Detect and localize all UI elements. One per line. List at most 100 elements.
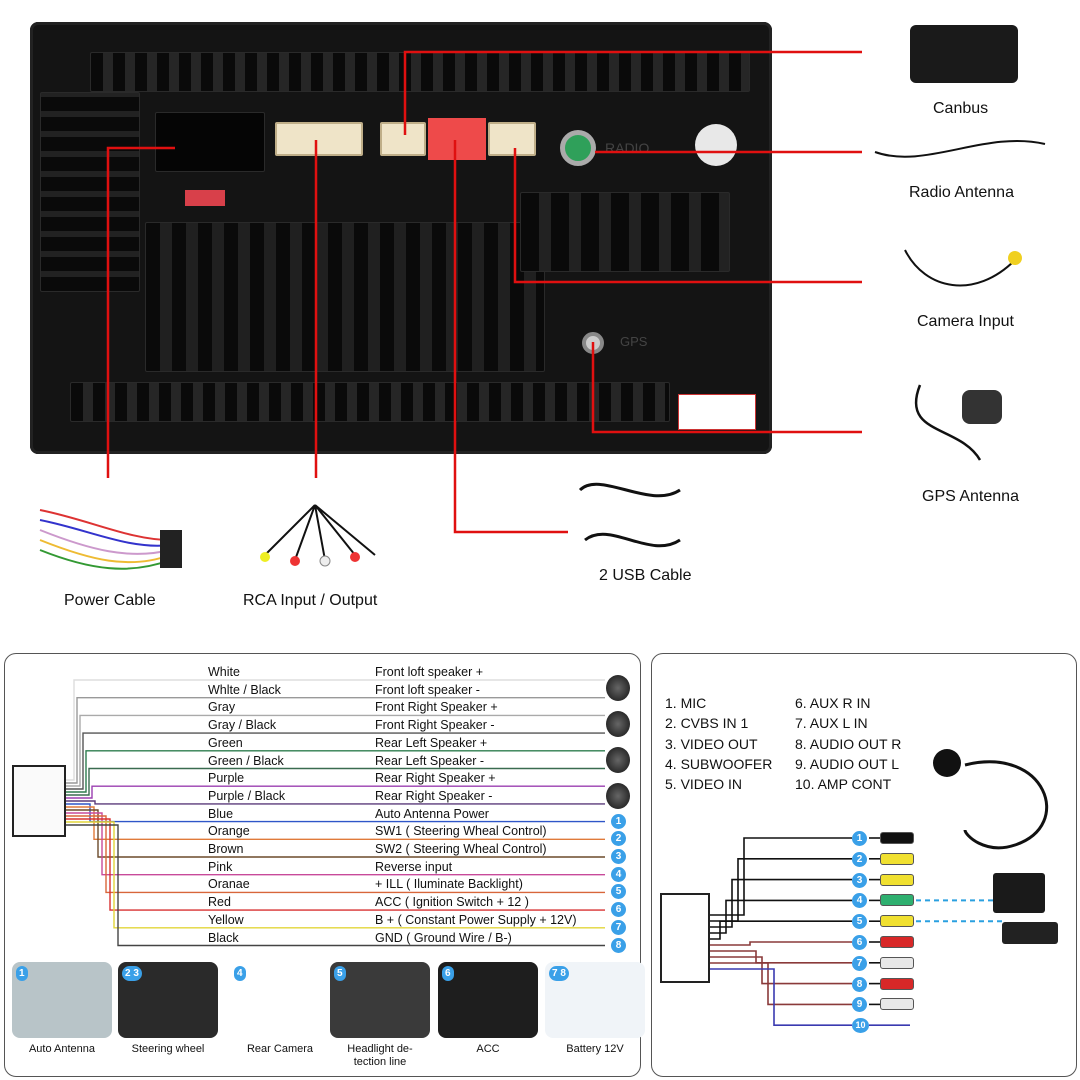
gps-antenna-label: GPS Antenna xyxy=(922,488,1019,505)
wire-color: Red xyxy=(208,895,231,910)
usb-cable-image xyxy=(578,482,681,548)
rca-plug xyxy=(880,956,914,969)
leader-gps xyxy=(591,342,862,434)
video-player-image xyxy=(1002,922,1058,944)
wire-number-badge: 5 xyxy=(611,884,626,900)
wire-function: Reverse input xyxy=(375,859,453,874)
component-thumbnail: 2 3 xyxy=(118,962,218,1038)
thumbnail-number-badge: 2 3 xyxy=(122,966,142,981)
rca-list-item: 3. VIDEO OUT xyxy=(665,735,758,752)
wire-line xyxy=(66,697,605,784)
wire-line xyxy=(66,815,605,894)
radio-antenna-label: Radio Antenna xyxy=(909,184,1014,201)
wire-function: Auto Antenna Power xyxy=(375,806,489,821)
rca-harness-connector xyxy=(660,893,710,983)
thumbnail-label: Steering wheel xyxy=(131,1043,205,1055)
wire-color: Whlte / Black xyxy=(208,682,281,697)
power-cable-image xyxy=(39,509,182,570)
wire-line xyxy=(66,809,605,858)
canbus-box-image xyxy=(910,25,1018,83)
wire-number-badge: 6 xyxy=(611,902,626,918)
speaker-icon xyxy=(606,747,630,773)
camera-input-label: Camera Input xyxy=(917,313,1014,330)
rca-plug xyxy=(880,873,914,886)
wire-function: Rear Right Speaker + xyxy=(375,771,496,786)
rca-list-item: 10. AMP CONT xyxy=(795,776,892,793)
rca-list-left: 1. MIC 2. CVBS IN 1 3. VIDEO OUT 4. SUBWOOF… xyxy=(665,693,790,794)
rca-list-item: 7. AUX L IN xyxy=(795,715,868,732)
wire-line xyxy=(66,818,605,911)
speaker-icon xyxy=(606,711,630,737)
wire-function: Front loft speaker - xyxy=(375,682,480,697)
wire-number-badge: 1 xyxy=(611,813,626,829)
subwoofer-image xyxy=(993,873,1045,913)
wire-number-badge: 7 xyxy=(611,919,626,935)
thumbnail-label: Auto Antenna xyxy=(28,1043,96,1055)
wire-color: Purple / Black xyxy=(208,788,286,803)
thumbnail-label: ACC xyxy=(476,1043,500,1055)
wire-number-badge: 3 xyxy=(611,849,626,864)
usb-connector-port xyxy=(428,118,486,160)
wire-color: Yellow xyxy=(208,912,244,927)
rca-number-badge: 5 xyxy=(852,914,867,930)
rca-number-badge: 9 xyxy=(852,997,867,1013)
fuse xyxy=(185,190,225,206)
rca-connector-port xyxy=(275,122,363,156)
rca-plug xyxy=(880,998,914,1011)
heatsink-fins xyxy=(145,222,545,372)
power-cable-label: Power Cable xyxy=(64,592,156,609)
wire-color: Oranae xyxy=(208,877,250,892)
wire-color: Black xyxy=(208,930,239,945)
canbus-connector-port xyxy=(380,122,426,156)
speaker-icon xyxy=(606,675,630,701)
wire-line xyxy=(66,732,605,790)
wire-function: Rear Left Speaker + xyxy=(375,735,488,750)
component-thumbnail: 7 8 xyxy=(545,962,645,1038)
wire-color: Purple xyxy=(208,771,245,786)
iso-harness-connector xyxy=(12,765,66,837)
thumbnail-number-badge: 6 xyxy=(442,966,454,981)
wire-color: Pink xyxy=(208,859,233,874)
rca-list-item: 1. MIC xyxy=(665,695,707,711)
leader-usb xyxy=(453,140,568,534)
wire-function: + ILL ( Iluminate Backlight) xyxy=(375,877,523,892)
speaker-icon xyxy=(606,783,630,809)
rca-number-badge: 7 xyxy=(852,955,867,971)
rca-list-item: 5. VIDEO IN xyxy=(665,776,743,793)
leader-power xyxy=(106,146,175,478)
spec-sticker xyxy=(678,394,756,430)
wire-color: Green / Black xyxy=(208,753,284,768)
rca-plug xyxy=(880,894,914,907)
vent-left xyxy=(40,92,140,292)
wire-color: Gray xyxy=(208,700,236,715)
wire-number-badge: 8 xyxy=(611,937,626,953)
rca-list-item: 8. AUDIO OUT R xyxy=(795,735,902,752)
rca-list-item: 2. CVBS IN 1 xyxy=(665,715,749,732)
camera-input-cable-image xyxy=(904,249,1022,287)
wire-color: Gray / Black xyxy=(208,718,277,733)
vent-right xyxy=(520,192,730,272)
wiring-row: Black GND ( Ground Wire / B-) xyxy=(205,930,605,948)
rca-list-item: 4. SUBWOOFER xyxy=(665,755,773,772)
radio-antenna-port xyxy=(560,130,596,166)
rca-cable-label: RCA Input / Output xyxy=(243,592,378,609)
component-thumbnail: 6 xyxy=(438,962,538,1038)
rca-number-badge: 10 xyxy=(852,1018,869,1034)
rca-number-badge: 3 xyxy=(852,872,867,888)
wire-function: GND ( Ground Wire / B-) xyxy=(375,930,512,945)
thumbnail-number-badge: 7 8 xyxy=(549,966,569,981)
wire-line xyxy=(66,821,605,929)
wire-color: Orange xyxy=(208,824,250,839)
rca-cable-image xyxy=(260,504,376,567)
wire-number-badge: 4 xyxy=(611,866,626,882)
rca-number-badge: 2 xyxy=(852,851,867,867)
rca-list-item: 9. AUDIO OUT L xyxy=(795,755,899,772)
